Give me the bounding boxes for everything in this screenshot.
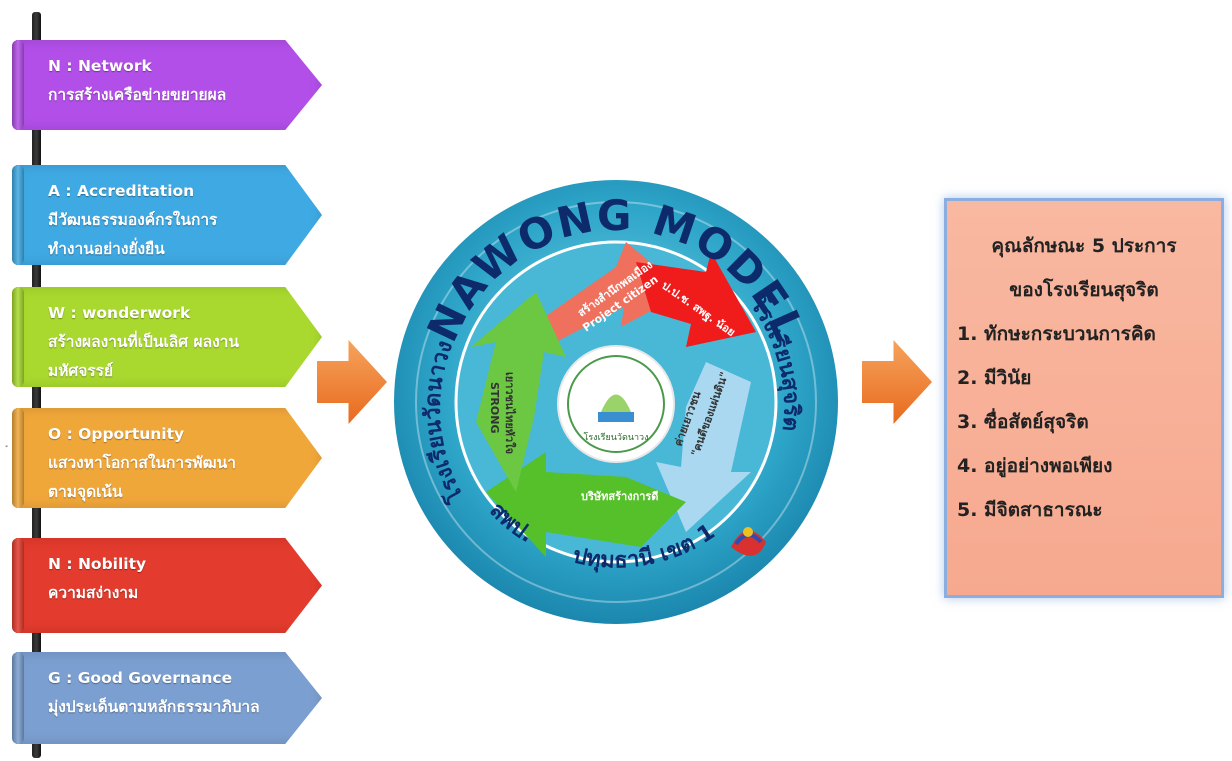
arrow-label: บริษัทสร้างการดี: [581, 490, 658, 503]
arrow-segment: [471, 292, 566, 492]
stray-mark: ¸: [4, 437, 9, 448]
banner-desc: มีวัฒนธรรมองค์กรในการ: [48, 211, 218, 229]
nacc-logo-icon: [731, 527, 766, 556]
banner-network: N : Network การสร้างเครือข่ายขยายผล: [12, 40, 322, 130]
banner-title: O : Opportunity: [48, 425, 185, 443]
banner-shape: [16, 652, 322, 744]
characteristic-item: 1. ทักษะกระบวนการคิด: [957, 323, 1156, 345]
banner-title: W : wonderwork: [48, 304, 191, 322]
banner-shape: [16, 165, 322, 265]
nawong-model-wheel: สร้างสำนึกพลเมือง Project citizen ป.ป.ช.…: [390, 176, 842, 628]
banner-opportunity: O : Opportunity แสวงหาโอกาสในการพัฒนา ตา…: [12, 408, 322, 508]
arrow-segment: [486, 452, 686, 557]
banner-good-governance: G : Good Governance มุ่งประเด็นตามหลักธร…: [12, 652, 322, 744]
box-subheading: ของโรงเรียนสุจริต: [1009, 279, 1159, 301]
banner-desc: มุ่งประเด็นตามหลักธรรมาภิบาล: [48, 698, 260, 716]
arrow-label: STRONG: [488, 382, 501, 433]
banner-accreditation: A : Accreditation มีวัฒนธรรมองค์กรในการ …: [12, 165, 322, 265]
characteristics-box: คุณลักษณะ 5 ประการ ของโรงเรียนสุจริต 1. …: [944, 198, 1224, 598]
logo-plant-icon: [601, 394, 631, 412]
banner-desc-cont: ทำงานอย่างยั่งยืน: [48, 240, 165, 258]
logo-water-icon: [598, 412, 634, 422]
banner-shape: [16, 408, 322, 508]
characteristic-item: 5. มีจิตสาธารณะ: [957, 499, 1103, 521]
banner-title: N : Network: [48, 57, 152, 75]
characteristic-item: 2. มีวินัย: [957, 367, 1032, 389]
banner-desc-cont: ตามจุดเน้น: [48, 483, 123, 501]
banner-shape: [16, 40, 322, 130]
banner-title: G : Good Governance: [48, 669, 233, 687]
right-arrow-icon: [317, 340, 387, 424]
characteristic-item: 3. ซื่อสัตย์สุจริต: [957, 411, 1089, 433]
banner-wonderwork: W : wonderwork สร้างผลงานที่เป็นเลิศ ผลง…: [12, 287, 322, 387]
banner-desc: สร้างผลงานที่เป็นเลิศ ผลงาน: [48, 333, 239, 351]
banner-desc: ความสง่างาม: [48, 584, 139, 602]
characteristic-item: 4. อยู่อย่างพอเพียง: [957, 455, 1113, 477]
cycle-arrows: [471, 242, 756, 557]
arrow-label: เยาวชนไทยหัวใจ: [503, 372, 517, 454]
banner-nobility: N : Nobility ความสง่างาม: [12, 538, 322, 633]
banner-title: N : Nobility: [48, 555, 147, 573]
arrow-segment: [656, 362, 751, 532]
banner-shape: [16, 538, 322, 633]
banner-title: A : Accreditation: [48, 182, 195, 200]
banner-shape: [16, 287, 322, 387]
arrow-segment: [636, 252, 756, 347]
logo-caption: โรงเรียนวัดนาวง: [584, 432, 649, 443]
banner-desc-cont: มหัศจรรย์: [48, 362, 114, 380]
right-arrow-icon: [862, 340, 932, 424]
box-heading: คุณลักษณะ 5 ประการ: [991, 235, 1177, 257]
banner-desc: การสร้างเครือข่ายขยายผล: [48, 86, 227, 104]
banner-desc: แสวงหาโอกาสในการพัฒนา: [48, 454, 236, 472]
